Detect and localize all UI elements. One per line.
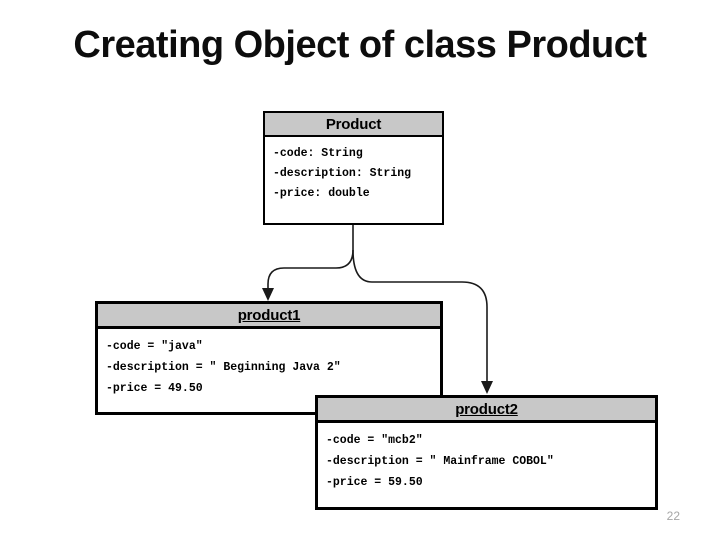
arrow-down-icon	[262, 288, 274, 301]
uml-attribute: -code = "mcb2"	[326, 434, 423, 447]
uml-object-box-product1: product1 -code = "java" -description = "…	[95, 301, 443, 415]
connector-branch-right	[352, 249, 488, 382]
uml-object-name: product1	[98, 304, 440, 329]
slide-title: Creating Object of class Product	[73, 24, 647, 66]
uml-object-attributes: -code = "mcb2" -description = " Mainfram…	[318, 423, 655, 500]
uml-class-name: Product	[265, 113, 442, 137]
uml-class-attributes: -code: String -description: String -pric…	[265, 137, 442, 211]
uml-attribute: -price = 59.50	[326, 476, 423, 489]
uml-object-attributes: -code = "java" -description = " Beginnin…	[98, 329, 440, 406]
uml-object-box-product2: product2 -code = "mcb2" -description = "…	[315, 395, 658, 510]
arrow-down-icon	[481, 381, 493, 394]
uml-class-box-product: Product -code: String -description: Stri…	[263, 111, 444, 225]
uml-attribute: -price = 49.50	[106, 382, 203, 395]
uml-attribute: -description = " Mainframe COBOL"	[326, 455, 554, 468]
uml-attribute: -code = "java"	[106, 340, 203, 353]
uml-attribute: -description: String	[273, 167, 412, 180]
connector-branch-left	[267, 249, 354, 289]
uml-attribute: -code: String	[273, 147, 363, 160]
uml-attribute: -description = " Beginning Java 2"	[106, 361, 341, 374]
uml-attribute: -price: double	[273, 187, 370, 200]
page-number: 22	[666, 509, 680, 523]
uml-object-name: product2	[318, 398, 655, 423]
